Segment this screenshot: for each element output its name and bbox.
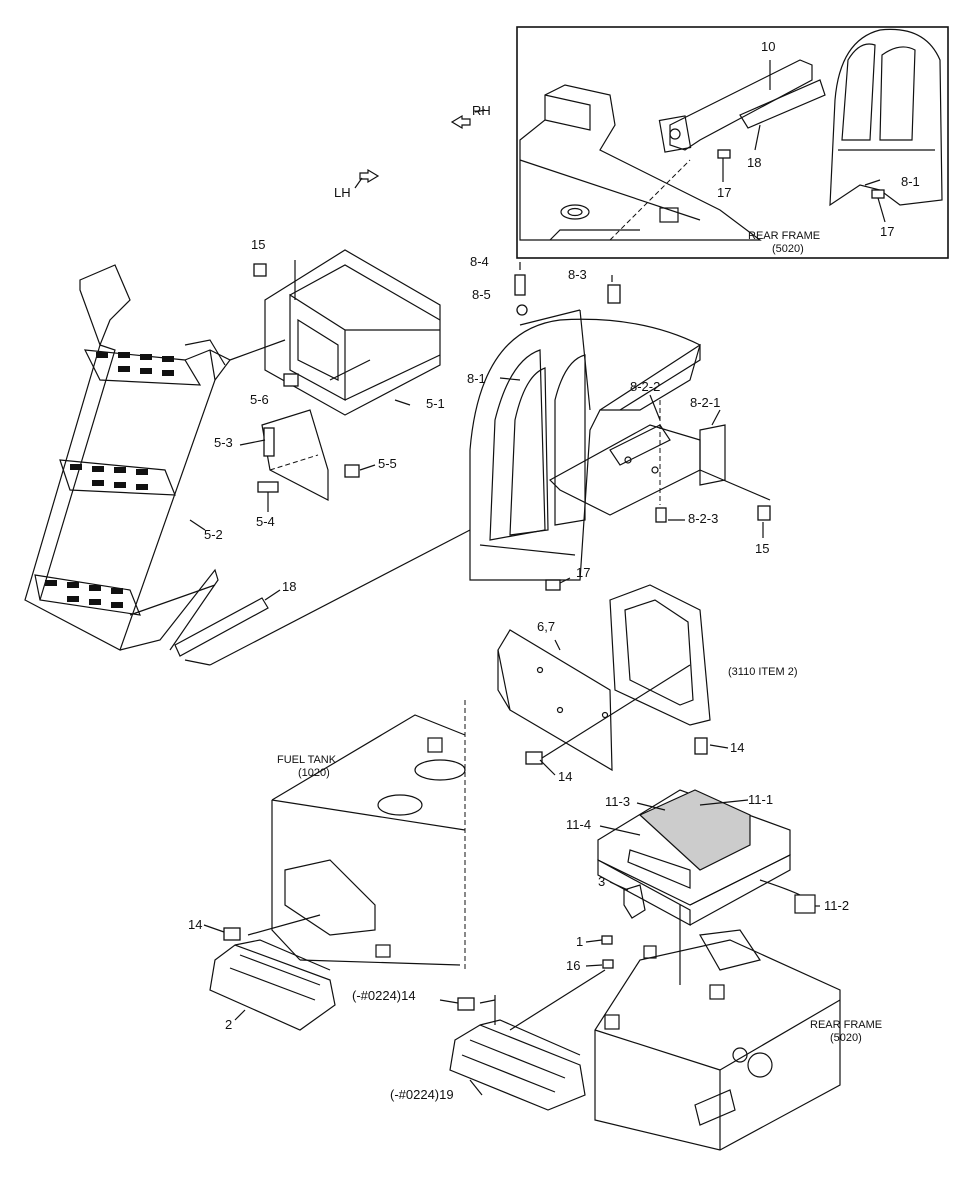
fuel-tank — [271, 714, 466, 966]
step-ladder-5-2 — [24, 264, 231, 651]
callout-5-4: 5-4 — [256, 514, 275, 529]
callout-8-2-1: 8-2-1 — [690, 395, 721, 410]
callout-10: 10 — [761, 39, 776, 54]
callout-1: 1 — [576, 934, 584, 949]
callout-2: 2 — [225, 1017, 233, 1032]
callout-3: 3 — [598, 874, 606, 889]
lh-label: LH — [334, 185, 351, 200]
callout-16: 16 — [566, 958, 581, 973]
plate-5-3 — [261, 409, 329, 501]
bracket-8-2-1 — [699, 424, 726, 486]
plate-6-7 — [497, 629, 613, 772]
ladder-tread-holes — [45, 352, 174, 608]
callout-18: 18 — [282, 579, 297, 594]
callout-5-3: 5-3 — [214, 435, 233, 450]
callout-11-1: 11-1 — [748, 792, 774, 807]
callout-3110: (3110 ITEM 2) — [728, 666, 798, 678]
callout-5-1: 5-1 — [426, 396, 445, 411]
bracket-8-2-2 — [549, 424, 701, 516]
callout-0224-14: (-#0224)14 — [352, 988, 416, 1003]
callout-0224-19: (-#0224)19 — [390, 1087, 454, 1102]
callout-inset-18: 18 — [747, 155, 762, 170]
rear-frame-block — [594, 929, 841, 1151]
callout-8-4: 8-4 — [470, 254, 489, 269]
inset-arm-10 — [658, 59, 826, 153]
inset-frame — [516, 26, 949, 259]
fuel-tank-code: (1020) — [298, 767, 330, 779]
rh-label: RH — [472, 103, 491, 118]
callout-8-1: 8-1 — [467, 371, 486, 386]
callout-11-3: 11-3 — [605, 794, 631, 809]
inset-rear-frame-part — [519, 84, 762, 241]
bolts — [223, 263, 771, 1011]
callout-5-5: 5-5 — [378, 456, 397, 471]
fender-8-1 — [469, 318, 701, 581]
callout-11-2: 11-2 — [824, 898, 850, 913]
seat-base-11-1 — [597, 789, 791, 927]
rear-frame-label: REAR FRAME — [810, 1019, 883, 1031]
callout-15b: 15 — [755, 541, 770, 556]
step-19 — [449, 1019, 586, 1111]
frame-3110 — [609, 584, 711, 726]
callout-inset-8-1: 8-1 — [901, 174, 920, 189]
callout-inset-17b: 17 — [880, 224, 895, 239]
step-2 — [209, 939, 336, 1031]
latch-5-4 — [257, 481, 279, 493]
cable-11-2 — [759, 879, 801, 896]
callout-14b: 14 — [558, 769, 573, 784]
callout-8-2-3: 8-2-3 — [688, 511, 719, 526]
callout-14c: 14 — [188, 917, 203, 932]
callout-11-4: 11-4 — [566, 817, 592, 832]
callout-6-7: 6,7 — [537, 619, 556, 634]
callout-8-3: 8-3 — [568, 267, 587, 282]
strap-18 — [174, 597, 269, 657]
callout-5-2: 5-2 — [204, 527, 223, 542]
callout-8-2-2: 8-2-2 — [630, 379, 661, 394]
callout-17: 17 — [576, 565, 591, 580]
rear-frame-code: (5020) — [830, 1032, 862, 1044]
bracket-box-5-1 — [264, 249, 441, 416]
inset-fender — [829, 28, 943, 207]
latch-3 — [623, 884, 646, 919]
fuel-tank-label: FUEL TANK — [277, 754, 337, 766]
callout-14a: 14 — [730, 740, 745, 755]
callout-5-6: 5-6 — [250, 392, 269, 407]
inset-bolts — [717, 149, 885, 199]
leader-lines — [189, 109, 820, 1096]
callout-8-5: 8-5 — [472, 287, 491, 302]
lh-arrow-icon — [359, 168, 380, 184]
inset-rear-frame-code: (5020) — [772, 243, 804, 255]
callout-inset-17a: 17 — [717, 185, 732, 200]
inset-rear-frame-label: REAR FRAME — [748, 230, 821, 242]
callout-15a: 15 — [251, 237, 266, 252]
rh-arrow-icon — [450, 114, 471, 130]
